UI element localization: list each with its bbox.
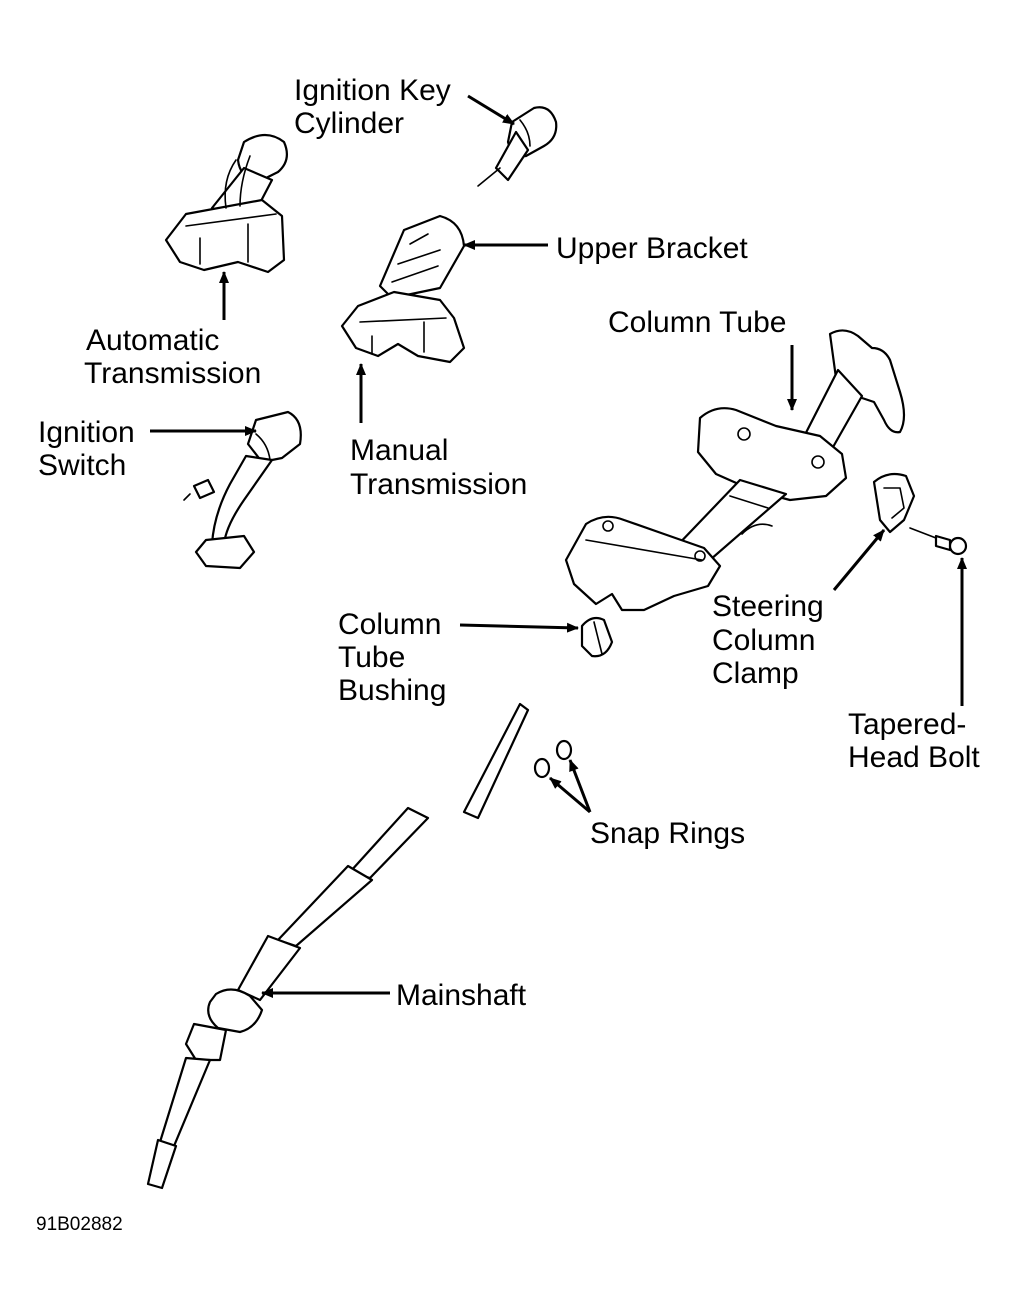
automatic-transmission-label: Automatic Transmission — [84, 324, 261, 390]
ignition-key-cylinder-part — [477, 106, 558, 187]
leader-lines — [150, 94, 967, 998]
manual-transmission-label: Manual Transmission — [350, 434, 527, 501]
snap-rings-part — [533, 739, 573, 779]
figure-code: 91B02882 — [36, 1214, 123, 1235]
tapered-head-bolt-label: Tapered- Head Bolt — [848, 708, 980, 774]
steering-column-clamp-part — [872, 472, 916, 534]
steering-column-clamp-label: Steering Column Clamp — [712, 590, 832, 690]
tapered-head-bolt-part — [909, 527, 968, 556]
column-tube-label: Column Tube — [608, 306, 786, 339]
column-tube-part — [564, 329, 906, 612]
ignition-key-cylinder-label: Ignition Key Cylinder — [294, 74, 459, 140]
column-tube-bushing-label: Column Tube Bushing — [338, 608, 450, 707]
upper-bracket-label: Upper Bracket — [556, 232, 748, 265]
manual-transmission-bracket-part — [340, 214, 466, 364]
ignition-switch-part — [183, 410, 302, 570]
ignition-switch-label: Ignition Switch — [38, 416, 143, 482]
mainshaft-label: Mainshaft — [396, 979, 527, 1012]
automatic-transmission-bracket-part — [164, 133, 289, 274]
snap-rings-label: Snap Rings — [590, 817, 745, 850]
mainshaft-part — [146, 702, 530, 1190]
column-tube-bushing-part — [580, 616, 614, 658]
